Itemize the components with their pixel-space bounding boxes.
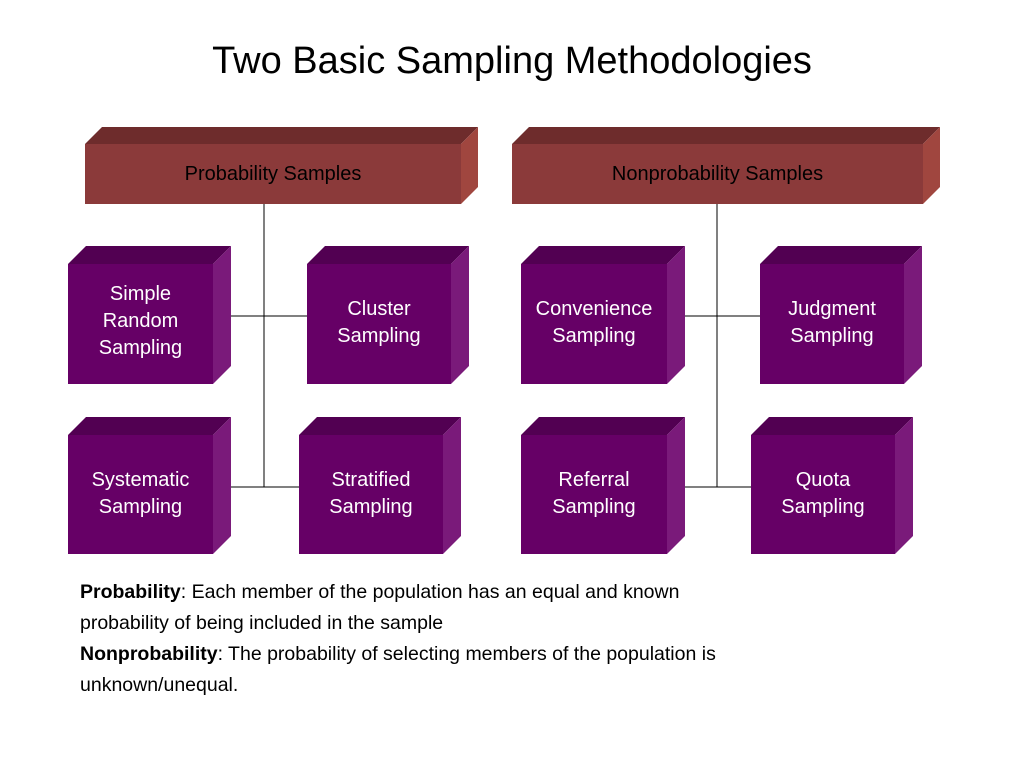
referral-sampling-box [521, 417, 685, 554]
probability-header-front [85, 144, 461, 204]
systematic-sampling-box [68, 417, 231, 554]
simple-random-sampling-box [68, 246, 231, 384]
nonprobability-definition: Nonprobability: The probability of selec… [80, 639, 740, 701]
box-front [299, 435, 443, 554]
box-side [213, 246, 231, 384]
probability-definition: Probability: Each member of the populati… [80, 577, 740, 639]
box-side [667, 417, 685, 554]
definitions-text: Probability: Each member of the populati… [80, 577, 740, 701]
nonprobability-header-box [512, 127, 940, 204]
stratified-sampling-box [299, 417, 461, 554]
box-side [667, 246, 685, 384]
cluster-sampling-label: Cluster Sampling [337, 298, 421, 347]
cluster-sampling-box [307, 246, 469, 384]
box-front [760, 264, 904, 384]
box-top [68, 417, 231, 435]
nonprobability-term: Nonprobability [80, 643, 218, 665]
box-top [68, 246, 231, 264]
box-front [68, 435, 213, 554]
probability-header-side [461, 127, 478, 204]
box-top [299, 417, 461, 435]
probability-term: Probability [80, 581, 181, 603]
systematic-sampling-label: Systematic Sampling [91, 469, 190, 518]
stratified-sampling-label: Stratified Sampling [329, 469, 413, 518]
box-side [443, 417, 461, 554]
box-front [68, 264, 213, 384]
box-top [760, 246, 922, 264]
box-side [904, 246, 922, 384]
box-side [895, 417, 913, 554]
probability-definition-text: : Each member of the population has an e… [80, 581, 680, 634]
box-top [307, 246, 469, 264]
box-side [451, 246, 469, 384]
judgment-sampling-label: Judgment Sampling [788, 298, 876, 347]
box-top [521, 417, 685, 435]
box-side [213, 417, 231, 554]
box-top [521, 246, 685, 264]
simple-random-sampling-label: Simple Random Sampling [98, 283, 183, 359]
nonprobability-header-label: Nonprobability Samples [611, 162, 824, 185]
nonprobability-header-side [923, 127, 940, 204]
judgment-sampling-box [760, 246, 922, 384]
quota-sampling-label: Quota Sampling [781, 469, 865, 518]
box-front [521, 264, 667, 384]
probability-header-top [85, 127, 478, 144]
convenience-sampling-label: Convenience Sampling [535, 298, 653, 347]
quota-sampling-box [751, 417, 913, 554]
probability-header-label: Probability Samples [184, 162, 362, 185]
convenience-sampling-box [521, 246, 685, 384]
probability-connectors [231, 204, 307, 488]
box-front [521, 435, 667, 554]
box-front [751, 435, 895, 554]
slide-title: Two Basic Sampling Methodologies [212, 40, 812, 82]
nonprobability-definition-text: : The probability of selecting members o… [80, 643, 716, 696]
probability-header-box [85, 127, 478, 204]
nonprobability-header-top [512, 127, 940, 144]
referral-sampling-label: Referral Sampling [552, 469, 636, 518]
nonprobability-connectors [685, 204, 760, 488]
nonprobability-header-front [512, 144, 923, 204]
box-top [751, 417, 913, 435]
box-front [307, 264, 451, 384]
